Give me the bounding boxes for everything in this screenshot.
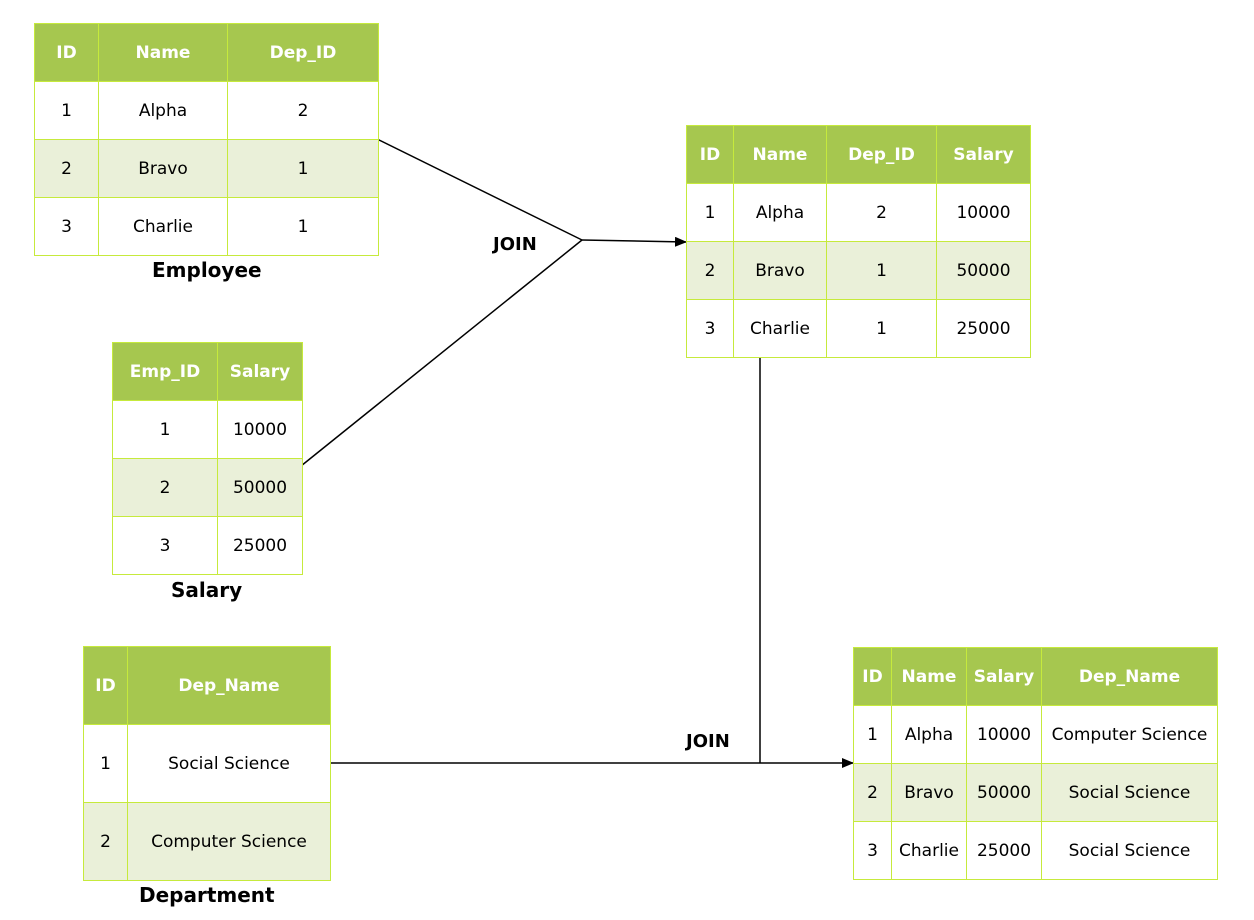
table-cell: Computer Science xyxy=(127,802,331,881)
join-to-result-arrow xyxy=(581,236,687,247)
table-row: 2 Bravo 1 50000 xyxy=(686,241,1031,300)
table-cell: 1 xyxy=(826,299,937,358)
table-cell: 1 xyxy=(112,400,218,459)
joined-2-header-row: ID Name Salary Dep_Name xyxy=(853,647,1218,706)
table-cell: 2 xyxy=(34,139,99,198)
table-cell: Charlie xyxy=(891,821,967,880)
table-cell: 10000 xyxy=(936,183,1031,242)
table-row: 3 Charlie 1 25000 xyxy=(686,299,1031,358)
table-cell: Social Science xyxy=(127,724,331,803)
table-cell: 2 xyxy=(227,81,379,140)
table-cell: Alpha xyxy=(98,81,228,140)
joined-1-header-dep-id: Dep_ID xyxy=(826,125,937,184)
table-cell: 3 xyxy=(853,821,892,880)
employee-header-dep-id: Dep_ID xyxy=(227,23,379,82)
joined-1-header-name: Name xyxy=(733,125,827,184)
join-label-first: JOIN xyxy=(493,234,537,255)
department-header-id: ID xyxy=(83,646,128,725)
table-cell: 2 xyxy=(853,763,892,822)
table-cell: Social Science xyxy=(1041,763,1218,822)
salary-table: Emp_ID Salary 1 10000 2 50000 3 25000 xyxy=(112,342,303,575)
table-row: 1 10000 xyxy=(112,400,303,459)
table-cell: 10000 xyxy=(217,400,303,459)
joined-1-header-row: ID Name Dep_ID Salary xyxy=(686,125,1031,184)
table-row: 3 Charlie 25000 Social Science xyxy=(853,821,1218,880)
table-row: 3 Charlie 1 xyxy=(34,197,379,256)
joined-1-header-salary: Salary xyxy=(936,125,1031,184)
join-label-second: JOIN xyxy=(686,731,730,752)
department-table: ID Dep_Name 1 Social Science 2 Computer … xyxy=(83,646,331,881)
employee-table: ID Name Dep_ID 1 Alpha 2 2 Bravo 1 3 Cha… xyxy=(34,23,379,256)
table-row: 2 Computer Science xyxy=(83,802,331,881)
joined-2-header-dep-name: Dep_Name xyxy=(1041,647,1218,706)
department-header-row: ID Dep_Name xyxy=(83,646,331,725)
table-cell: 1 xyxy=(853,705,892,764)
table-cell: 10000 xyxy=(966,705,1042,764)
table-cell: Charlie xyxy=(733,299,827,358)
table-cell: 3 xyxy=(112,516,218,575)
table-cell: 25000 xyxy=(936,299,1031,358)
table-cell: 50000 xyxy=(936,241,1031,300)
table-cell: 1 xyxy=(686,183,734,242)
salary-to-join-line xyxy=(300,239,583,467)
table-cell: Computer Science xyxy=(1041,705,1218,764)
employee-header-row: ID Name Dep_ID xyxy=(34,23,379,82)
table-row: 1 Alpha 2 10000 xyxy=(686,183,1031,242)
table-row: 1 Alpha 2 xyxy=(34,81,379,140)
employee-caption: Employee xyxy=(152,258,262,282)
table-cell: Alpha xyxy=(733,183,827,242)
salary-header-row: Emp_ID Salary xyxy=(112,342,303,401)
table-cell: 50000 xyxy=(217,458,303,517)
table-cell: 1 xyxy=(83,724,128,803)
table-cell: 1 xyxy=(34,81,99,140)
table-cell: Alpha xyxy=(891,705,967,764)
table-row: 2 Bravo 50000 Social Science xyxy=(853,763,1218,822)
table-cell: 1 xyxy=(826,241,937,300)
table-cell: 3 xyxy=(686,299,734,358)
joined-2-header-salary: Salary xyxy=(966,647,1042,706)
joined-2-header-name: Name xyxy=(891,647,967,706)
employee-to-join-line xyxy=(376,138,583,241)
department-caption: Department xyxy=(139,883,275,907)
employee-header-id: ID xyxy=(34,23,99,82)
salary-header-emp-id: Emp_ID xyxy=(112,342,218,401)
table-cell: 2 xyxy=(686,241,734,300)
table-row: 2 50000 xyxy=(112,458,303,517)
table-cell: 25000 xyxy=(217,516,303,575)
joined-2-header-id: ID xyxy=(853,647,892,706)
table-cell: 2 xyxy=(112,458,218,517)
table-cell: 1 xyxy=(227,139,379,198)
employee-header-name: Name xyxy=(98,23,228,82)
table-cell: 50000 xyxy=(966,763,1042,822)
table-cell: Social Science xyxy=(1041,821,1218,880)
joined-table-2: ID Name Salary Dep_Name 1 Alpha 10000 Co… xyxy=(853,647,1218,880)
department-header-dep-name: Dep_Name xyxy=(127,646,331,725)
table-row: 1 Alpha 10000 Computer Science xyxy=(853,705,1218,764)
table-cell: 2 xyxy=(83,802,128,881)
table-cell: Charlie xyxy=(98,197,228,256)
salary-caption: Salary xyxy=(171,578,243,602)
salary-header-salary: Salary xyxy=(217,342,303,401)
table-cell: 2 xyxy=(826,183,937,242)
joined-1-header-id: ID xyxy=(686,125,734,184)
joined-table-1: ID Name Dep_ID Salary 1 Alpha 2 10000 2 … xyxy=(686,125,1031,358)
table-row: 2 Bravo 1 xyxy=(34,139,379,198)
table-row: 3 25000 xyxy=(112,516,303,575)
table-cell: 25000 xyxy=(966,821,1042,880)
table-cell: 3 xyxy=(34,197,99,256)
table-cell: Bravo xyxy=(98,139,228,198)
table-cell: 1 xyxy=(227,197,379,256)
table-cell: Bravo xyxy=(891,763,967,822)
table-row: 1 Social Science xyxy=(83,724,331,803)
table-cell: Bravo xyxy=(733,241,827,300)
